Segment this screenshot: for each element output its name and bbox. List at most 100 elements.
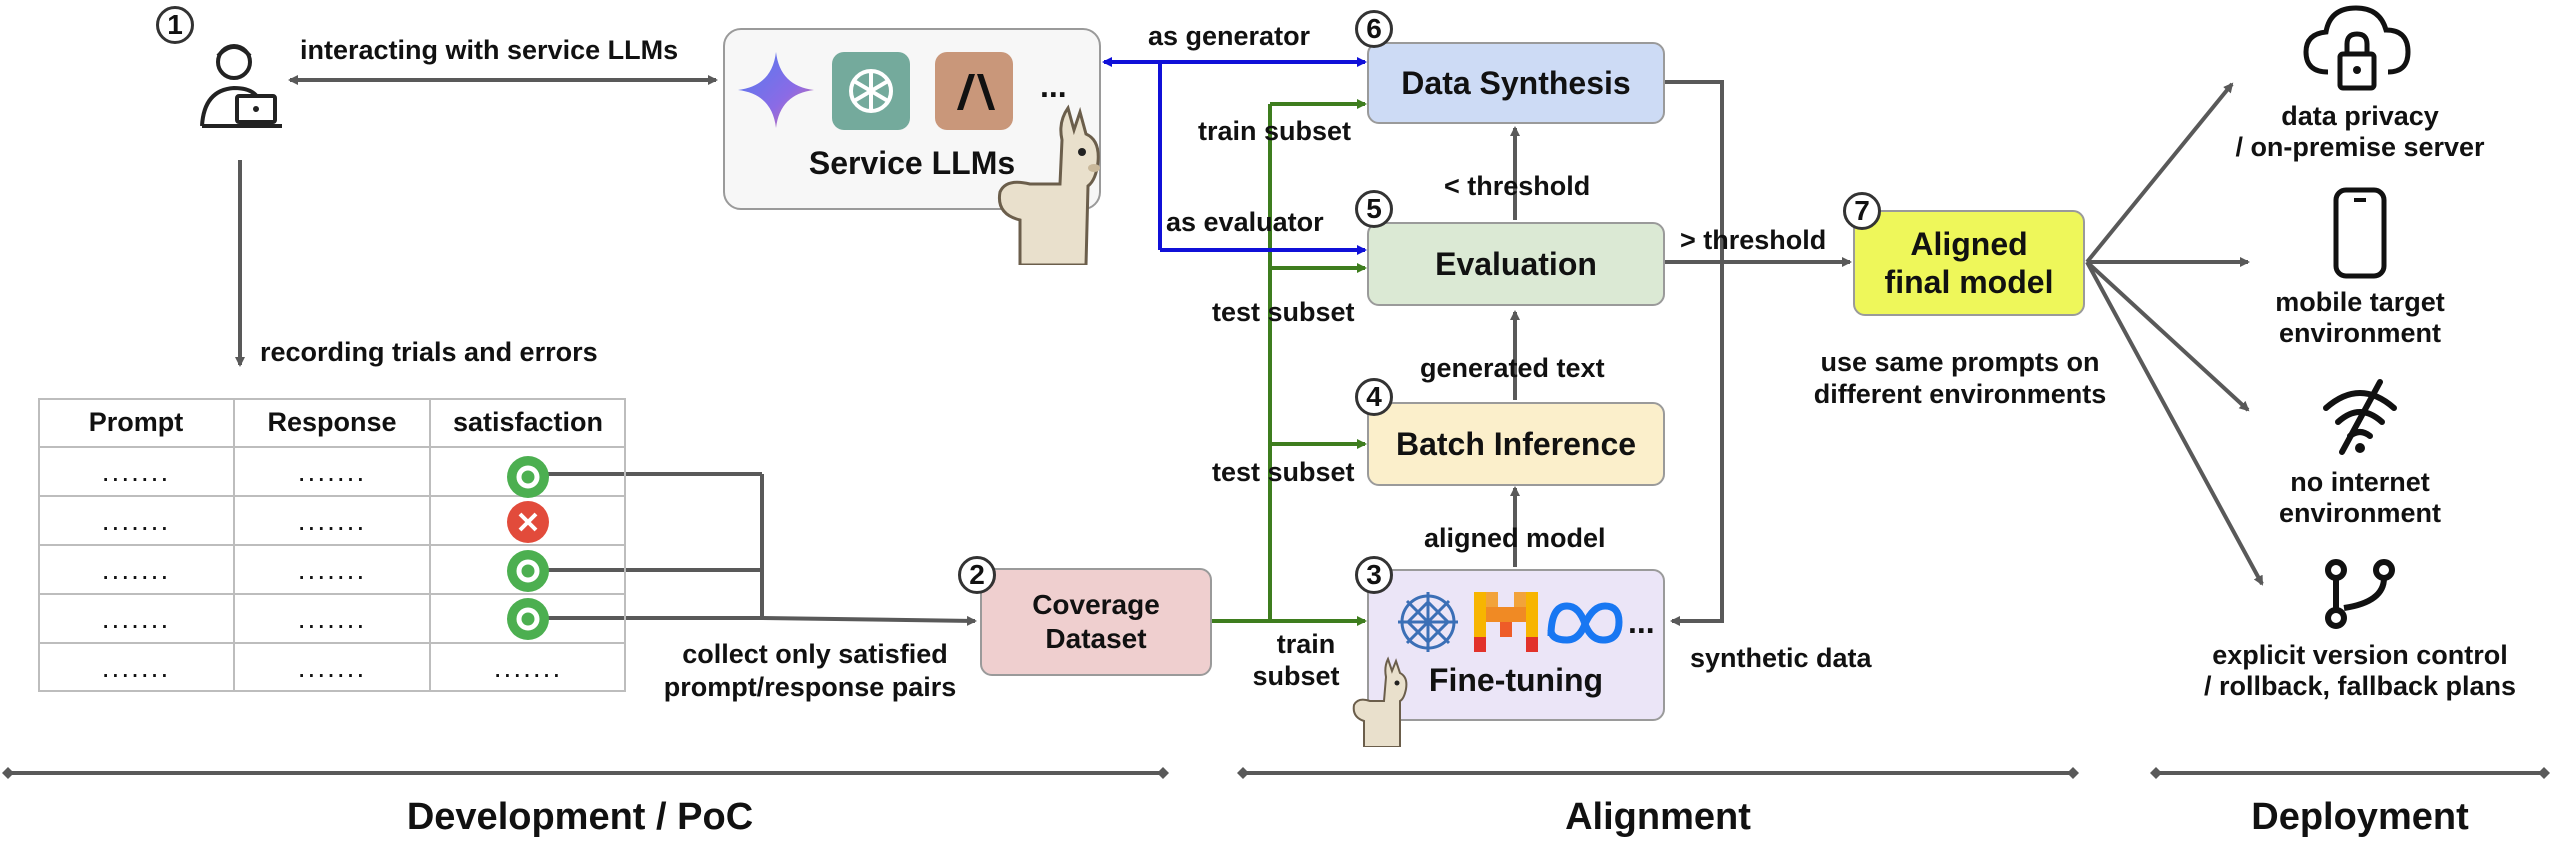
step-number: 7 (1854, 195, 1870, 226)
table-cell-prompt: ....... (101, 602, 171, 634)
mistral-icon (1474, 592, 1538, 652)
step-number: 5 (1366, 193, 1382, 224)
label-same-prompts-1: use same prompts on (1820, 347, 2100, 377)
table-cell-response: ....... (297, 504, 367, 536)
section-development: Development / PoC (406, 796, 754, 838)
table-header-response: Response (267, 407, 397, 437)
label-as-generator: as generator (1148, 21, 1311, 51)
data-synthesis-label: Data Synthesis (1401, 64, 1631, 101)
step-badge-4: 4 (1355, 378, 1393, 416)
no-wifi-icon (2318, 378, 2402, 456)
evaluation-label: Evaluation (1435, 245, 1597, 282)
label-same-prompts-2: different environments (1813, 379, 2107, 409)
llama-icon (990, 100, 1120, 267)
label-collect-1: collect only satisfied (682, 639, 948, 669)
label-generated-text: generated text (1420, 353, 1605, 383)
meta-icon (1545, 600, 1625, 646)
label-nointernet-1: no internet (2290, 467, 2430, 497)
coverage-dataset-box: Coverage Dataset (980, 568, 1212, 676)
git-branch-icon (2322, 558, 2398, 630)
mobile-phone-icon (2332, 186, 2388, 280)
label-lt-threshold: < threshold (1444, 171, 1591, 201)
label-interacting: interacting with service LLMs (300, 35, 679, 65)
step-badge-7: 7 (1843, 192, 1881, 230)
label-mobile-1: mobile target (2275, 287, 2445, 317)
cloud-lock-icon (2300, 2, 2415, 94)
openai-icon (832, 52, 910, 130)
step-badge-1: 1 (156, 6, 194, 44)
llama-icon (1348, 655, 1418, 748)
deployment-arrows (2085, 82, 2264, 586)
section-deployment: Deployment (2251, 796, 2469, 838)
table-grid (38, 398, 626, 692)
service-llms-box: Service LLMs (723, 28, 1101, 210)
collect-connectors (545, 472, 977, 626)
service-llms-label: Service LLMs (808, 145, 1016, 181)
table-cell-prompt: ....... (101, 553, 171, 585)
label-version-1: explicit version control (2212, 640, 2508, 670)
step-badge-3: 3 (1355, 556, 1393, 594)
cross-icon (506, 500, 550, 544)
step-badge-2: 2 (958, 556, 996, 594)
fine-tuning-ellipsis: ... (1628, 604, 1655, 640)
table-header-prompt: Prompt (88, 407, 184, 437)
fine-tuning-label: Fine-tuning (1428, 662, 1604, 698)
table-cell-satisfaction: ....... (493, 651, 563, 683)
label-privacy-1: data privacy (2281, 101, 2439, 131)
label-test-subset: test subset (1212, 297, 1355, 327)
table-header-satisfaction: satisfaction (452, 407, 604, 437)
step-number: 6 (1366, 13, 1382, 44)
label-collect-2: prompt/response pairs (663, 672, 957, 702)
label-train: train (1276, 629, 1336, 659)
step-number: 2 (969, 559, 985, 590)
aligned-label-1: Aligned (1910, 226, 2028, 262)
label-recording: recording trials and errors (260, 337, 598, 367)
table-cell-prompt: ....... (101, 455, 171, 487)
step-number: 4 (1366, 381, 1382, 412)
table-cell-prompt: ....... (101, 504, 171, 536)
user-laptop-icon (192, 34, 287, 134)
step-badge-6: 6 (1355, 10, 1393, 48)
label-version-2: / rollback, fallback plans (2203, 671, 2517, 701)
data-synthesis-box: Data Synthesis (1367, 42, 1665, 124)
label-subset: subset (1252, 661, 1340, 691)
aligned-label-2: final model (1884, 264, 2054, 300)
table-cell-prompt: ....... (101, 651, 171, 683)
label-gt-threshold: > threshold (1680, 225, 1827, 255)
label-test-subset: test subset (1212, 457, 1355, 487)
label-privacy-2: / on-premise server (2235, 132, 2485, 162)
coverage-label-1: Coverage (1032, 589, 1160, 620)
label-train-subset: train subset (1198, 116, 1352, 146)
table-cell-response: ....... (297, 455, 367, 487)
green-connectors (1212, 99, 1367, 626)
evaluation-box: Evaluation (1367, 222, 1665, 306)
step-badge-5: 5 (1355, 190, 1393, 228)
aligned-final-model-box: Aligned final model (1853, 210, 2085, 316)
table-cell-response: ....... (297, 553, 367, 585)
perplexity-icon (1394, 588, 1462, 656)
llm-ellipsis: ... (1040, 68, 1067, 104)
label-mobile-2: environment (2278, 318, 2442, 348)
label-aligned-model: aligned model (1424, 523, 1606, 553)
table-cell-response: ....... (297, 651, 367, 683)
label-nointernet-2: environment (2278, 498, 2442, 528)
step-number: 3 (1366, 559, 1382, 590)
check-icon (506, 549, 550, 593)
batch-inference-label: Batch Inference (1395, 425, 1637, 462)
batch-inference-box: Batch Inference (1367, 402, 1665, 486)
trials-table (38, 398, 626, 692)
section-alignment: Alignment (1565, 796, 1751, 838)
label-as-evaluator: as evaluator (1166, 207, 1324, 237)
anthropic-icon (935, 52, 1013, 130)
check-icon (506, 455, 550, 499)
step-number: 1 (167, 9, 183, 40)
blue-connectors (1102, 57, 1367, 255)
alignment-flows (1510, 80, 1852, 626)
gemini-icon (736, 50, 816, 130)
check-icon (506, 597, 550, 641)
label-synthetic-data: synthetic data (1690, 643, 1872, 673)
coverage-label-2: Dataset (1045, 623, 1147, 654)
table-cell-response: ....... (297, 602, 367, 634)
